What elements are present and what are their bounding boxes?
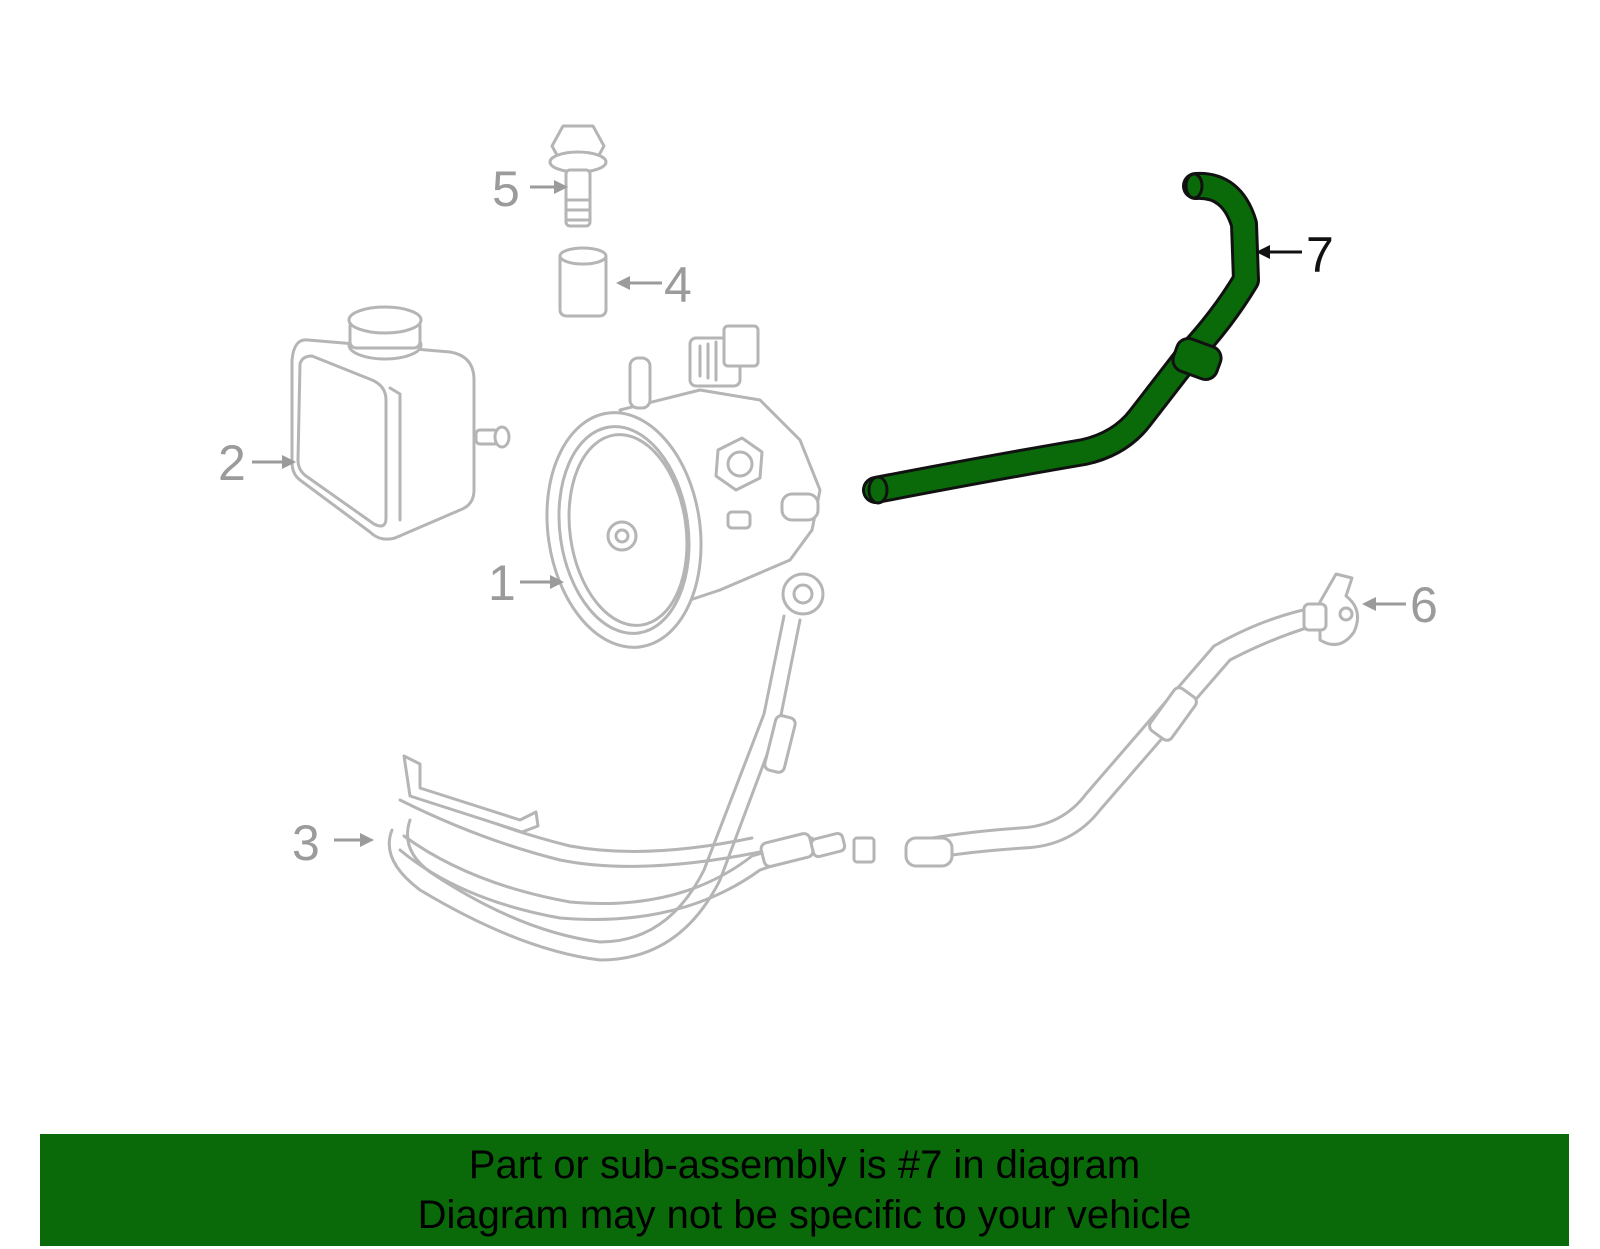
part-5-bolt xyxy=(548,124,608,228)
callout-arrow-5 xyxy=(530,180,568,194)
callout-arrow-7 xyxy=(1256,245,1302,259)
notice-banner: Part or sub-assembly is #7 in diagram Di… xyxy=(40,1134,1569,1246)
part-4-spacer xyxy=(558,246,608,318)
part-3-hose-assembly xyxy=(387,572,876,962)
part-7-hose-highlighted xyxy=(862,171,1260,505)
callout-label-5[interactable]: 5 xyxy=(492,161,520,217)
callout-label-1[interactable]: 1 xyxy=(488,555,516,611)
callout-arrow-2 xyxy=(252,455,296,469)
callout-label-4[interactable]: 4 xyxy=(664,257,692,313)
banner-line-disclaimer: Diagram may not be specific to your vehi… xyxy=(417,1193,1192,1237)
part-2-reservoir xyxy=(290,305,511,541)
callout-label-7[interactable]: 7 xyxy=(1306,227,1334,283)
part-6-return-line xyxy=(904,572,1360,868)
callout-arrow-4 xyxy=(616,276,662,290)
callout-arrow-1 xyxy=(520,575,564,589)
callout-arrow-3 xyxy=(334,833,374,847)
callout-label-2[interactable]: 2 xyxy=(218,435,246,491)
callout-label-3[interactable]: 3 xyxy=(292,815,320,871)
banner-line-part-number: Part or sub-assembly is #7 in diagram xyxy=(468,1143,1141,1187)
part-1-pump xyxy=(545,324,822,649)
callout-label-6[interactable]: 6 xyxy=(1410,577,1438,633)
callout-arrow-6 xyxy=(1362,597,1406,611)
